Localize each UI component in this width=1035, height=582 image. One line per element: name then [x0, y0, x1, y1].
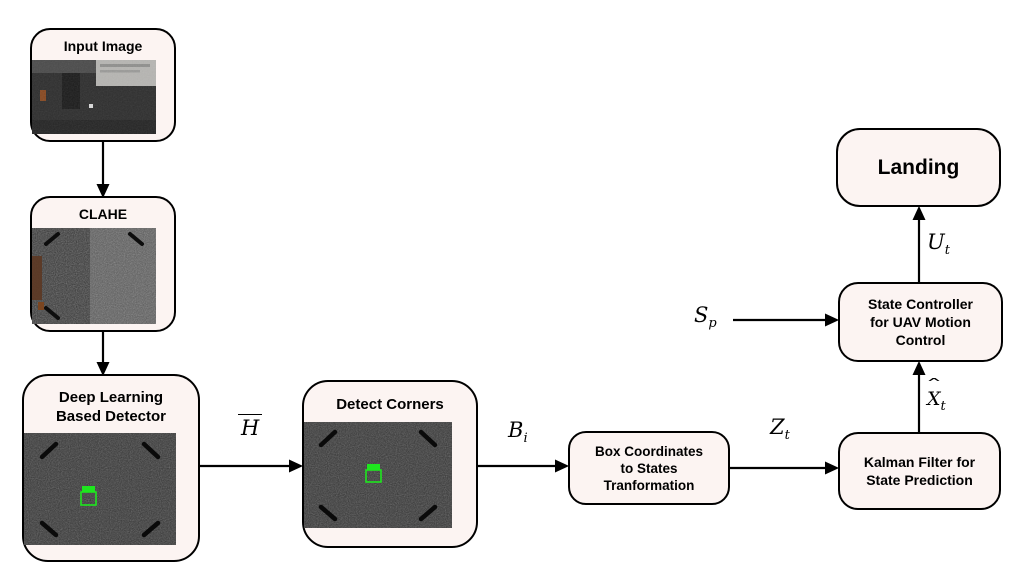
node-clahe: CLAHE — [30, 196, 176, 332]
node-landing-title: Landing — [877, 155, 960, 179]
clahe-output-thumbnail — [32, 228, 174, 324]
node-landing: Landing — [836, 128, 1001, 207]
edge-label-Z-t: Zt — [770, 415, 790, 444]
node-input-image-title: Input Image — [63, 38, 143, 54]
node-detect-corners: Detect Corners — [302, 380, 478, 548]
node-clahe-title: CLAHE — [78, 206, 128, 222]
node-kalman-filter: Kalman Filter for State Prediction — [838, 432, 1001, 510]
node-detect-corners-title: Detect Corners — [336, 396, 444, 413]
edge-label-S-p: Sp — [694, 303, 717, 332]
node-state-controller-text: State Controller for UAV Motion Control — [867, 296, 973, 348]
edge-label-B-i: Bi — [508, 418, 528, 447]
node-detector-title: Deep Learning Based Detector — [55, 389, 167, 425]
node-kalman-text: Kalman Filter for State Prediction — [863, 454, 976, 488]
detection-result-thumbnail — [24, 433, 198, 545]
node-state-controller: State Controller for UAV Motion Control — [838, 282, 1003, 362]
node-box-coordinates-text: Box Coordinates to States Tranformation — [594, 443, 703, 493]
node-input-image: Input Image — [30, 28, 176, 142]
corner-detection-thumbnail — [304, 422, 476, 528]
edge-label-H-bar: H — [238, 414, 263, 440]
node-deep-learning-detector: Deep Learning Based Detector — [22, 374, 200, 562]
edge-label-U-t: Ut — [927, 230, 950, 259]
node-box-coordinates-transformation: Box Coordinates to States Tranformation — [568, 431, 730, 505]
input-scene-thumbnail — [32, 60, 174, 134]
